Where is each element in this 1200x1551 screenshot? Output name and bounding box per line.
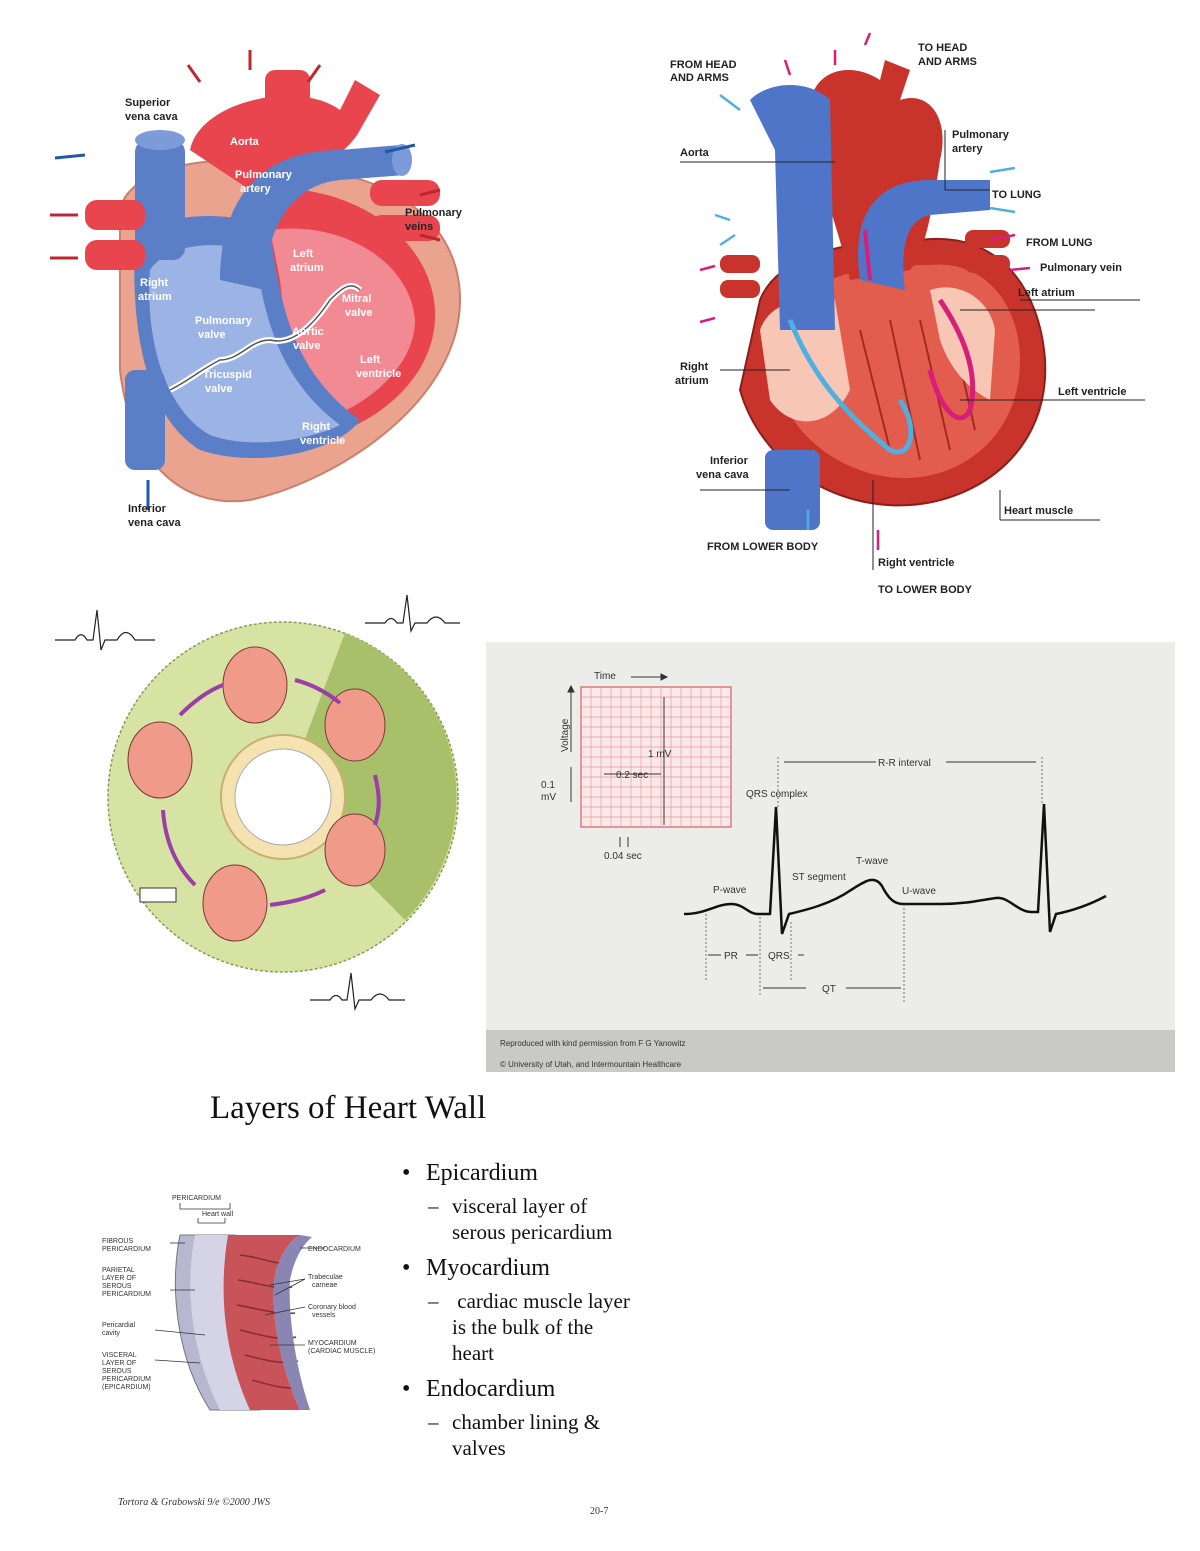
ecg-panel: Time Voltage 1 mV 0.2 sec 0.1 mV 0.04 se… (486, 642, 1175, 1072)
page-number: 20-7 (590, 1506, 609, 1517)
ecg-grid (580, 686, 732, 828)
label-from-head: FROM HEAD AND ARMS (670, 59, 740, 84)
bullet-epicardium: •Epicardium (402, 1160, 538, 1186)
ecg-qrs-complex-label: QRS complex (746, 789, 808, 800)
ecg-voltage-label: Voltage (560, 718, 571, 752)
label-heart-muscle: Heart muscle (1004, 505, 1073, 517)
ecg-time-label: Time (594, 671, 616, 682)
label-heart-wall: Heart wall (202, 1211, 234, 1218)
label-trabeculae: Trabeculae carneae (308, 1274, 345, 1289)
ecg-qrs-label: QRS (768, 951, 790, 962)
label-pulmonary-artery: Pulmonary artery (235, 169, 295, 195)
ecg-credit-1: Reproduced with kind permission from F G… (500, 1039, 686, 1048)
ecg-st-segment-label: ST segment (792, 872, 846, 883)
label-aorta: Aorta (230, 136, 260, 148)
ecg-02sec-label: 0.2 sec (616, 770, 648, 781)
label-pericardium: PERICARDIUM (172, 1195, 221, 1202)
ecg-t-wave-label: T-wave (856, 856, 889, 867)
label-from-lung: FROM LUNG (1026, 237, 1093, 249)
label-pulmonary-vein: Pulmonary vein (1040, 262, 1122, 274)
label-coronary-vessels: Coronary blood vessels (308, 1304, 358, 1319)
ecg-pr-label: PR (724, 951, 738, 962)
label-to-head: TO HEAD AND ARMS (918, 42, 977, 68)
ecg-004sec-label: 0.04 sec (604, 851, 642, 862)
label-visceral-layer: VISCERAL LAYER OF SEROUS PERICARDIUM (EP… (102, 1352, 153, 1391)
label-tricuspid-valve: Tricuspid valve (203, 369, 255, 395)
label-parietal-layer: PARIETAL LAYER OF SEROUS PERICARDIUM (102, 1267, 151, 1298)
bullet-endocardium-desc: – chamber lining &valves (428, 1410, 601, 1460)
label-inferior-vena-cava-right: Inferior vena cava (696, 455, 751, 481)
label-fibrous-pericardium: FIBROUS PERICARDIUM (102, 1238, 151, 1253)
label-from-lower-body: FROM LOWER BODY (707, 541, 819, 553)
label-pulmonary-artery-right: Pulmonary artery (952, 129, 1012, 155)
label-left-atrium-right: Left atrium (1018, 287, 1075, 299)
ecg-p-wave-label: P-wave (713, 885, 747, 896)
ecg-rr-label: R-R interval (878, 758, 931, 769)
ecg-qt-label: QT (822, 984, 836, 995)
label-aortic-valve: Aortic valve (292, 326, 327, 352)
label-pulmonary-veins: Pulmonary veins (405, 207, 465, 233)
label-superior-vena-cava: Superior vena cava (125, 97, 178, 123)
label-right-atrium-right: Right atrium (675, 361, 711, 387)
label-right-atrium: Right atrium (138, 277, 172, 303)
label-aorta-right: Aorta (680, 147, 710, 159)
label-to-lower-body: TO LOWER BODY (878, 584, 973, 596)
label-right-ventricle: Right ventricle (300, 421, 345, 447)
figure-credit: Tortora & Grabowski 9/e ©2000 JWS (118, 1497, 270, 1508)
ecg-figure: Time Voltage 1 mV 0.2 sec 0.1 mV 0.04 se… (486, 671, 1175, 1072)
label-myocardium: MYOCARDIUM (CARDIAC MUSCLE) (308, 1340, 375, 1355)
label-to-lung: TO LUNG (992, 189, 1041, 201)
label-pericardial-cavity: Pericardial cavity (102, 1322, 137, 1337)
bullet-myocardium: •Myocardium (402, 1255, 550, 1281)
label-left-ventricle-right: Left ventricle (1058, 386, 1126, 398)
ecg-u-wave-label: U-wave (902, 886, 936, 897)
bullet-endocardium: •Endocardium (402, 1376, 556, 1402)
ecg-credit-2: © University of Utah, and Intermountain … (500, 1060, 682, 1069)
label-inferior-vena-cava: Inferior vena cava (128, 503, 181, 529)
ecg-1mv-label: 1 mV (648, 749, 672, 760)
ecg-01mv-label: 0.1 mV (541, 780, 558, 803)
heart-diagram-right: FROM HEAD AND ARMS TO HEAD AND ARMS Aort… (670, 32, 1145, 596)
label-left-ventricle: Left ventricle (356, 354, 401, 380)
cardiac-cycle-wheel (55, 594, 460, 1012)
label-pulmonary-valve: Pulmonary valve (195, 315, 255, 341)
heart-wall-diagram: PERICARDIUM Heart wall FIBROUS PERICARDI… (102, 1195, 375, 1411)
ecg-trace (683, 803, 1107, 935)
label-left-atrium: Left atrium (290, 248, 324, 274)
label-mitral-valve: Mitral valve (342, 293, 374, 319)
label-endocardium: ENDOCARDIUM (308, 1246, 361, 1253)
label-right-ventricle-right: Right ventricle (878, 557, 954, 569)
heart-diagram-left: Superior vena cava Aorta Pulmonary arter… (50, 50, 465, 529)
layers-title: Layers of Heart Wall (210, 1090, 487, 1126)
